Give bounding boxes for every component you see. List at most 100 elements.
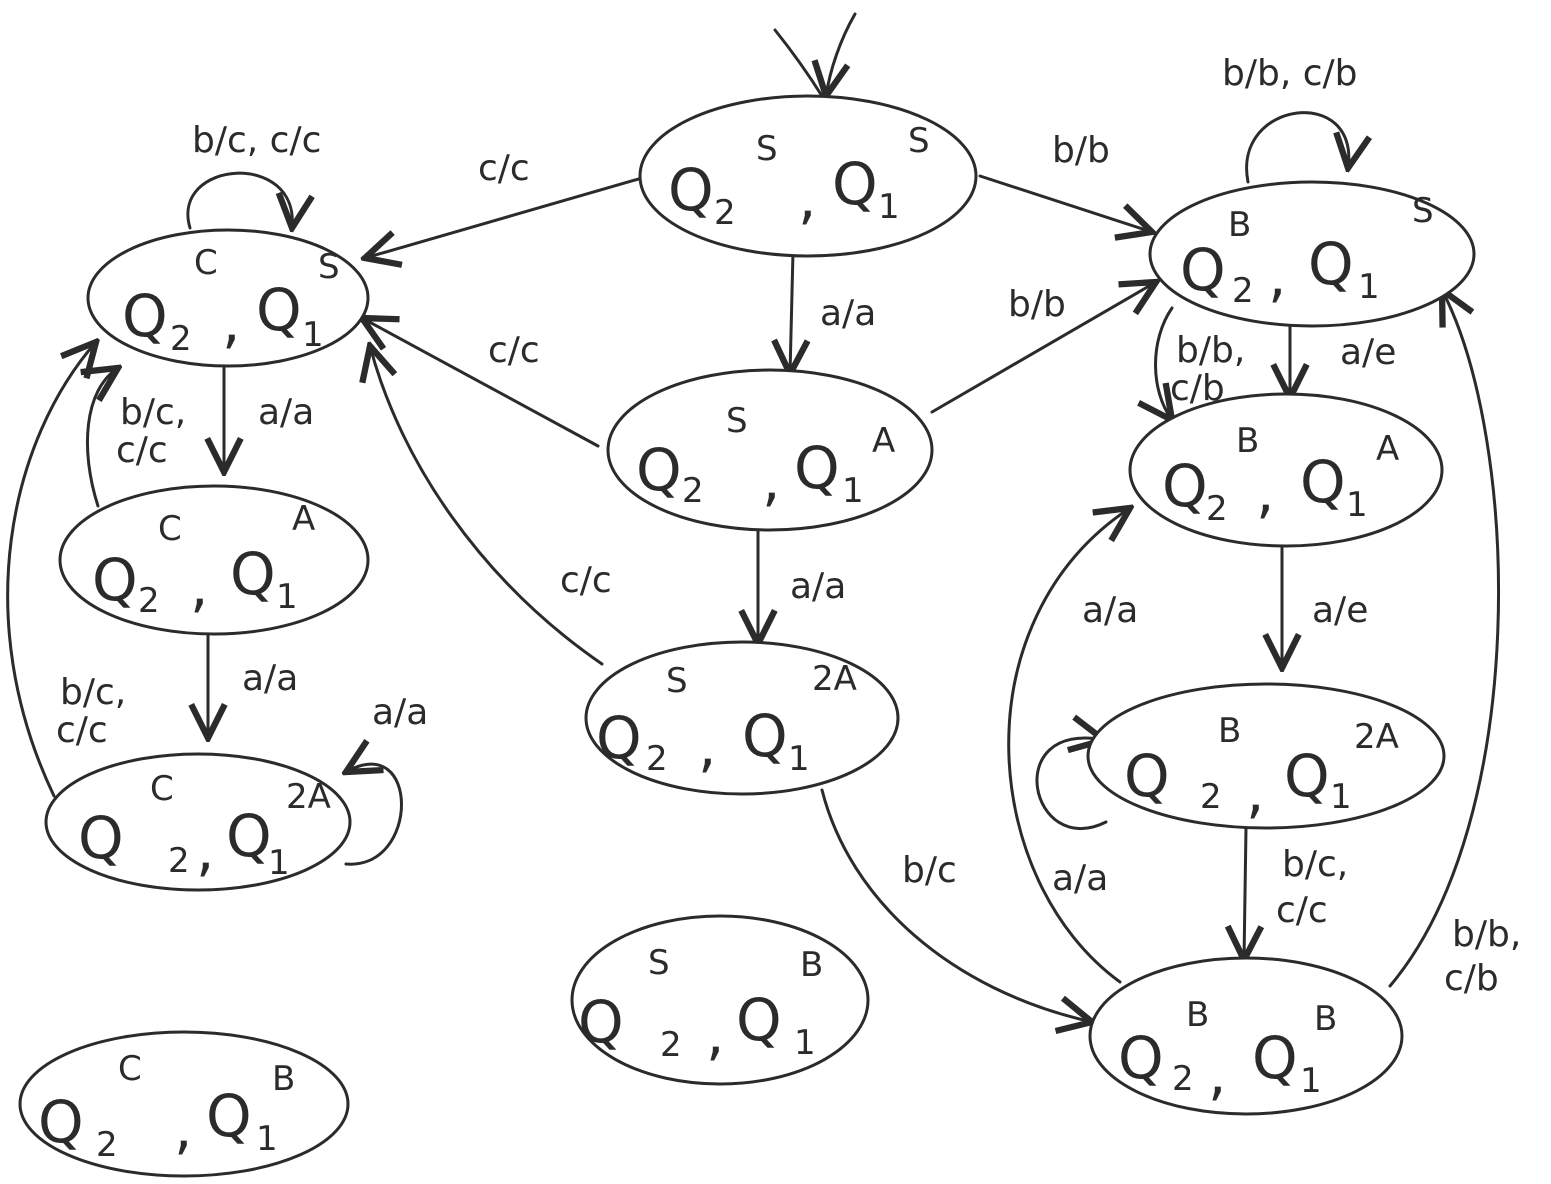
edge-s2a-cs bbox=[370, 346, 604, 666]
edge-label: b/b, bbox=[1176, 330, 1245, 371]
edge-bb-bs bbox=[1388, 290, 1500, 988]
svg-text:1: 1 bbox=[842, 471, 864, 511]
svg-text:1: 1 bbox=[794, 1023, 816, 1063]
svg-text:2A: 2A bbox=[812, 659, 857, 699]
edge-ss-sa bbox=[790, 250, 793, 374]
svg-text:C: C bbox=[118, 1049, 142, 1089]
svg-text:,: , bbox=[190, 552, 208, 620]
state-node-b-a: Q 2 B , Q 1 A bbox=[1128, 392, 1444, 548]
edge-b2a-bb bbox=[1244, 826, 1246, 960]
edge-sa-bs bbox=[930, 282, 1156, 414]
edge-c2a-cs bbox=[6, 342, 96, 798]
svg-text:2: 2 bbox=[1232, 271, 1254, 311]
svg-text:1: 1 bbox=[302, 315, 324, 355]
svg-text:B: B bbox=[1236, 421, 1259, 461]
svg-text:S: S bbox=[726, 401, 748, 441]
svg-text:Q: Q bbox=[78, 804, 124, 872]
svg-text:2: 2 bbox=[646, 739, 668, 779]
svg-text:S: S bbox=[648, 943, 670, 983]
svg-text:S: S bbox=[908, 121, 930, 161]
svg-text:B: B bbox=[1314, 999, 1337, 1039]
svg-text:1: 1 bbox=[268, 843, 290, 883]
svg-text:Q: Q bbox=[92, 546, 138, 614]
svg-text:C: C bbox=[158, 509, 182, 549]
edge-ss-bs bbox=[978, 174, 1152, 232]
edge-label: b/b, c/b bbox=[1222, 53, 1358, 94]
svg-text:,: , bbox=[174, 1094, 192, 1162]
state-node-s-a: Q 2 S , Q 1 A bbox=[606, 368, 934, 532]
svg-text:2: 2 bbox=[138, 581, 160, 621]
svg-text:2: 2 bbox=[682, 471, 704, 511]
state-node-b-s: Q 2 B , Q 1 S bbox=[1148, 180, 1476, 328]
svg-text:Q: Q bbox=[38, 1088, 84, 1156]
svg-text:2: 2 bbox=[1172, 1059, 1194, 1099]
svg-text:B: B bbox=[800, 945, 823, 985]
edge-s2a-bb bbox=[820, 788, 1092, 1022]
edge-label: b/b bbox=[1052, 130, 1110, 171]
svg-text:,: , bbox=[1256, 458, 1274, 526]
svg-text:,: , bbox=[196, 816, 214, 884]
edge-label: a/e bbox=[1340, 332, 1396, 373]
edge-label: b/c, bbox=[120, 392, 186, 433]
edge-label: c/c bbox=[56, 710, 108, 751]
svg-text:Q: Q bbox=[230, 540, 276, 608]
svg-text:Q: Q bbox=[1284, 742, 1330, 810]
svg-text:S: S bbox=[756, 129, 778, 169]
svg-text:Q: Q bbox=[578, 988, 624, 1056]
svg-text:2: 2 bbox=[170, 319, 192, 359]
svg-text:,: , bbox=[1208, 1040, 1226, 1108]
edge-sa-cs bbox=[362, 318, 600, 448]
state-node-c-a: Q 2 C , Q 1 A bbox=[58, 484, 370, 636]
svg-text:Q: Q bbox=[636, 436, 682, 504]
edge-label: c/c bbox=[116, 430, 168, 471]
svg-text:Q: Q bbox=[206, 1082, 252, 1150]
state-node-s-b: Q 2 S , Q 1 B bbox=[570, 914, 870, 1086]
edge-label: c/c bbox=[478, 148, 530, 189]
edge-label: a/e bbox=[1312, 590, 1368, 631]
svg-text:,: , bbox=[706, 1000, 724, 1068]
svg-text:B: B bbox=[1228, 205, 1251, 245]
svg-text:Q: Q bbox=[794, 434, 840, 502]
svg-text:B: B bbox=[272, 1059, 295, 1099]
start-arrow bbox=[826, 12, 857, 96]
edge-label: c/c bbox=[560, 560, 612, 601]
svg-text:Q: Q bbox=[742, 702, 788, 770]
edge-label: b/c bbox=[902, 850, 957, 891]
edge-cs-loop bbox=[186, 171, 292, 228]
svg-text:1: 1 bbox=[256, 1119, 278, 1159]
svg-text:S: S bbox=[666, 661, 688, 701]
svg-text:1: 1 bbox=[1358, 267, 1380, 307]
state-node-c-s: Q 2 C , Q 1 S bbox=[86, 228, 370, 368]
state-node-s-2a: Q 2 S , Q 1 2A bbox=[584, 640, 900, 796]
edge-label: a/a bbox=[258, 392, 314, 433]
svg-text:2: 2 bbox=[168, 841, 190, 881]
svg-text:2: 2 bbox=[1200, 777, 1222, 817]
edge-label: a/a bbox=[1052, 858, 1108, 899]
svg-text:1: 1 bbox=[788, 739, 810, 779]
svg-text:Q: Q bbox=[832, 150, 878, 218]
svg-text:S: S bbox=[1412, 191, 1434, 231]
svg-text:Q: Q bbox=[736, 986, 782, 1054]
edge-label: b/c, c/c bbox=[192, 120, 321, 161]
svg-text:Q: Q bbox=[1300, 448, 1346, 516]
svg-text:C: C bbox=[150, 769, 174, 809]
svg-text:2A: 2A bbox=[1354, 717, 1399, 757]
svg-text:2A: 2A bbox=[286, 777, 331, 817]
edge-bb-ba bbox=[1007, 508, 1130, 984]
svg-text:1: 1 bbox=[1330, 777, 1352, 817]
svg-text:2: 2 bbox=[1206, 489, 1228, 529]
svg-text:C: C bbox=[194, 243, 218, 283]
svg-text:1: 1 bbox=[1346, 485, 1368, 525]
svg-text:1: 1 bbox=[276, 577, 298, 617]
svg-text:Q: Q bbox=[1308, 230, 1354, 298]
edge-ss-cs bbox=[365, 176, 644, 258]
svg-text:Q: Q bbox=[256, 276, 302, 344]
svg-text:,: , bbox=[762, 446, 780, 514]
svg-text:Q: Q bbox=[226, 802, 272, 870]
svg-text:,: , bbox=[798, 164, 816, 232]
edge-label: b/c, bbox=[60, 672, 126, 713]
svg-text:1: 1 bbox=[1300, 1061, 1322, 1101]
state-node-c-b: Q 2 C , Q 1 B bbox=[18, 1030, 350, 1178]
svg-text:B: B bbox=[1218, 711, 1241, 751]
